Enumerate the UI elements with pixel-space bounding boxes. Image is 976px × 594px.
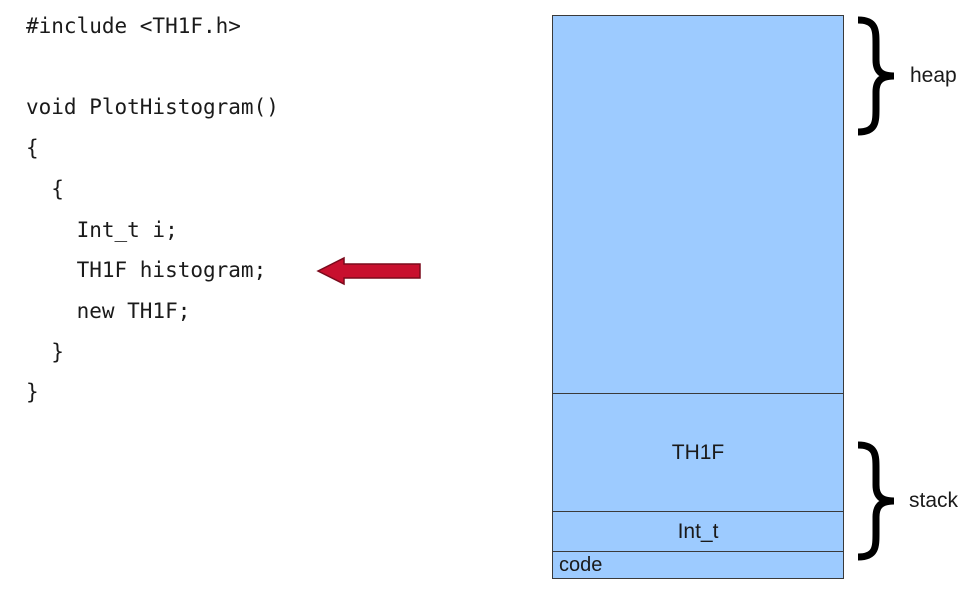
code-line-new-th1f: new TH1F;: [26, 299, 191, 323]
code-line-open-brace: {: [26, 136, 39, 160]
heap-segment: [553, 16, 843, 394]
stack-brace-icon: [857, 441, 895, 561]
code-segment: code: [559, 553, 603, 576]
code-line-inner-close-brace: }: [26, 340, 64, 364]
code-line-inner-open-brace: {: [26, 177, 64, 201]
code-line-int-declaration: Int_t i;: [26, 218, 178, 242]
stack-label: stack: [909, 489, 959, 512]
code-line-th1f-declaration: TH1F histogram;: [26, 258, 267, 282]
memory-layout: TH1F Int_t code: [552, 15, 844, 579]
th1f-stack-segment: TH1F: [553, 394, 843, 512]
int-stack-segment: Int_t: [553, 512, 843, 552]
code-line-function-signature: void PlotHistogram(): [26, 95, 279, 119]
left-arrow-icon: [316, 256, 421, 286]
heap-brace-icon: [857, 16, 895, 136]
heap-label: heap: [910, 64, 957, 87]
code-line-include: #include <TH1F.h>: [26, 14, 241, 38]
code-line-close-brace: }: [26, 380, 39, 404]
